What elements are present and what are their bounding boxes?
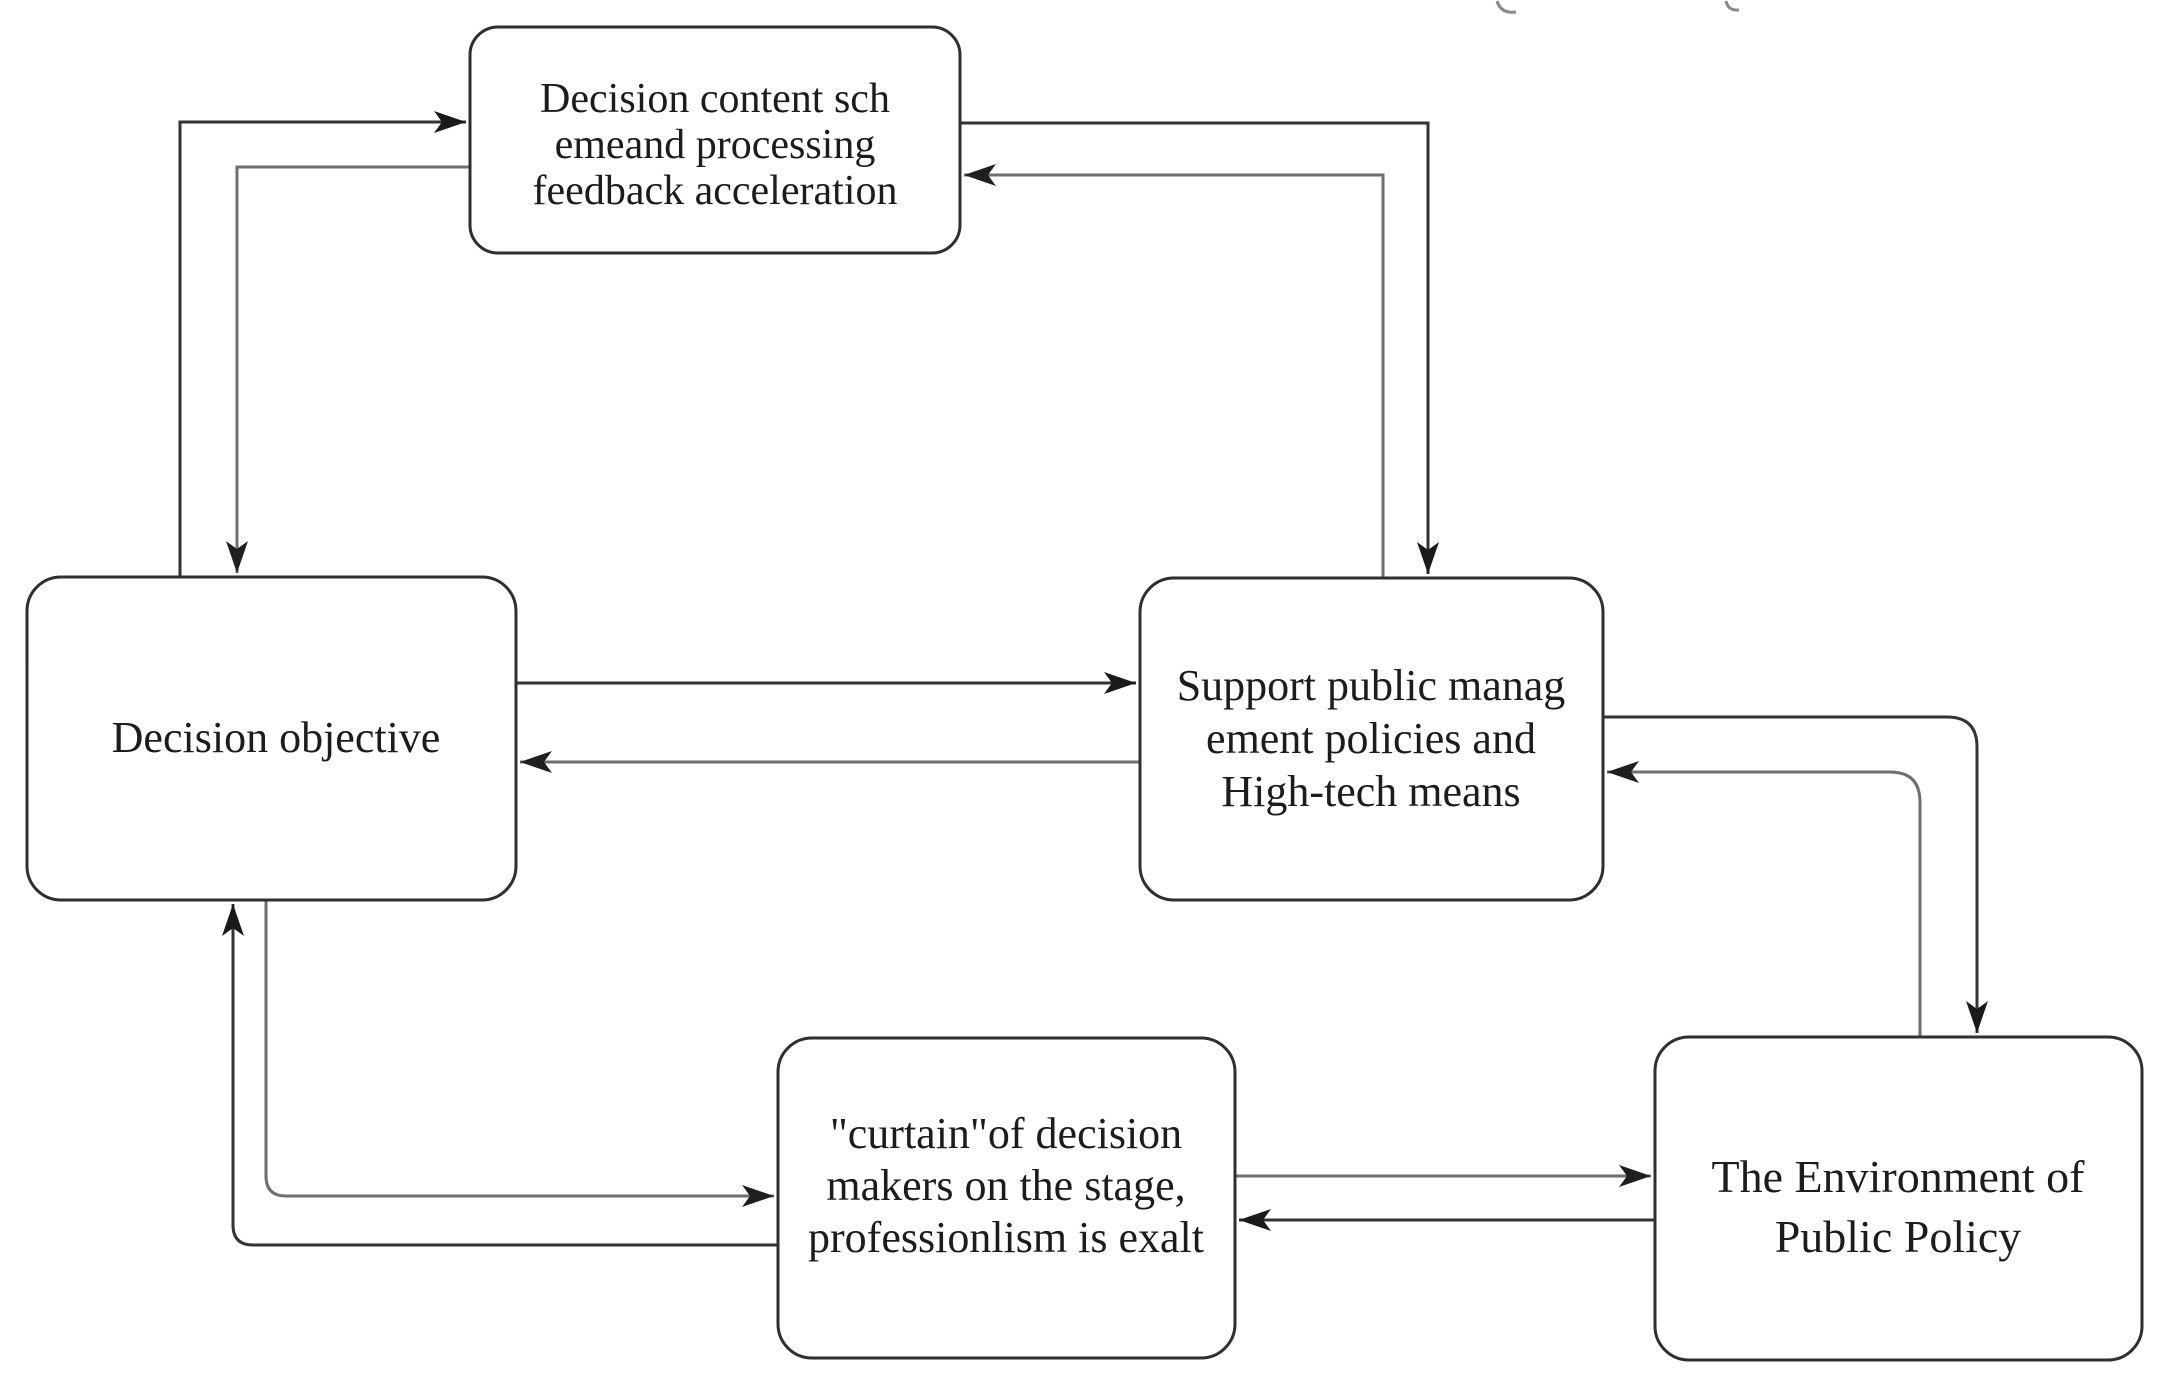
edge-decision-content-to-support xyxy=(960,121,1439,574)
node-support-policies: Support public manag ement policies and … xyxy=(1138,576,1605,902)
node-decision-content-box xyxy=(468,25,962,255)
node-curtain-line2: makers on the stage, xyxy=(826,1161,1185,1210)
node-decision-content-line1: Decision content sch xyxy=(540,76,890,122)
node-support-policies-line1: Support public manag xyxy=(1177,661,1566,710)
edge-support-to-environment xyxy=(1603,715,1988,1033)
node-decision-content-line2: emeand processing xyxy=(555,122,876,168)
node-decision-objective-line1: Decision objective xyxy=(112,713,441,762)
cropped-text-artifact-left xyxy=(1495,0,1517,14)
node-decision-content: Decision content sch emeand processing f… xyxy=(468,25,962,255)
node-curtain-line3: professionlism is exalt xyxy=(808,1213,1204,1262)
edge-environment-to-support xyxy=(1607,761,1922,1037)
node-curtain-box xyxy=(776,1036,1237,1360)
node-decision-objective-box xyxy=(25,575,518,902)
node-environment-line2: Public Policy xyxy=(1775,1211,2022,1262)
node-support-policies-box xyxy=(1138,576,1605,902)
cropped-text-artifact-right xyxy=(1724,0,1740,12)
node-environment-line1: The Environment of xyxy=(1711,1151,2085,1202)
node-curtain: "curtain"of decision makers on the stage… xyxy=(776,1036,1237,1360)
node-support-policies-line2: ement policies and xyxy=(1206,714,1536,763)
node-environment-box xyxy=(1653,1035,2144,1362)
edge-support-to-decision-content xyxy=(964,164,1385,578)
edge-decision-content-to-decision-objective xyxy=(226,165,470,573)
edge-decision-objective-to-curtain xyxy=(264,900,774,1207)
edge-decision-objective-to-decision-content xyxy=(178,111,466,577)
node-environment: The Environment of Public Policy xyxy=(1653,1035,2144,1362)
node-decision-content-line3: feedback acceleration xyxy=(533,168,898,214)
node-decision-objective: Decision objective xyxy=(25,575,518,902)
edge-curtain-to-decision-objective xyxy=(222,904,778,1247)
node-curtain-line1: "curtain"of decision xyxy=(830,1109,1182,1158)
node-support-policies-line3: High-tech means xyxy=(1221,767,1520,816)
